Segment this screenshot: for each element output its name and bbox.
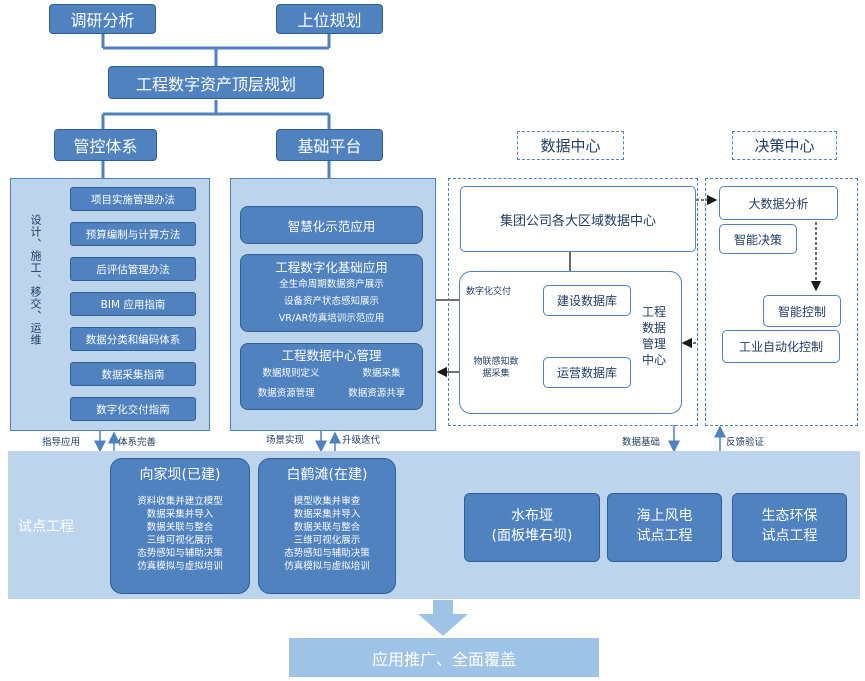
scenario-label: 场景实现	[266, 435, 305, 446]
data-center-mgmt-box: 工程数据中心管理 数据规则定义 数据采集 数据资源管理 数据资源共享	[240, 343, 423, 410]
control-system-title: 管控体系	[73, 137, 138, 156]
baihetan-box: 白鹤滩(在建) 模型收集并审查 数据采集并导入 数据关联与整合 三维可视化展示 …	[258, 458, 396, 594]
data-base-label: 数据基础	[622, 437, 661, 448]
bottom-down-arrow	[418, 600, 468, 636]
xiangjiaba-box: 向家坝(已建) 资料收集并建立模型 数据采集并导入 数据关联与整合 三维可视化展…	[110, 458, 250, 594]
iot-collection-arrow-label: 物联感知数据采集	[473, 357, 519, 379]
system-improve-label: 体系完善	[118, 437, 157, 448]
dc-mgmt-item: 数据规则定义	[262, 368, 320, 379]
group-data-center-box: 集团公司各大区域数据中心	[460, 186, 696, 252]
offshore-wind-box: 海上风电 试点工程	[607, 493, 722, 562]
basic-app-box: 工程数字化基础应用 全生命周期数据资产展示 设备资产状态感知展示 VR/AR仿真…	[240, 254, 423, 332]
upper-plan-label: 上位规划	[297, 11, 362, 30]
data-center-title: 数据中心	[540, 137, 601, 155]
research-box: 调研分析	[49, 4, 156, 34]
eco-protection-box: 生态环保 试点工程	[732, 493, 847, 562]
data-mgmt-center-panel	[459, 271, 682, 414]
data-center-header: 数据中心	[517, 131, 624, 160]
decision-center-header: 决策中心	[732, 131, 837, 160]
smart-demo-app-box: 智慧化示范应用	[240, 206, 423, 244]
base-platform-title: 基础平台	[297, 137, 362, 156]
construction-db-box: 建设数据库	[543, 285, 631, 316]
big-data-analysis-box: 大数据分析	[719, 186, 838, 220]
smart-decision-box: 智能决策	[719, 224, 797, 254]
guide-item-digital-delivery: 数字化交付指南	[70, 397, 196, 421]
guide-item-data-collection: 数据采集指南	[70, 362, 196, 386]
industrial-control-box: 工业自动化控制	[722, 330, 840, 363]
basic-app-title: 工程数字化基础应用	[275, 260, 388, 275]
basic-app-line: 全生命周期数据资产展示	[279, 279, 384, 290]
guide-app-label: 指导应用	[42, 437, 81, 448]
base-platform-header: 基础平台	[276, 129, 383, 161]
lifecycle-vertical-label: 设计、施工、移交、运维	[29, 214, 42, 346]
dc-mgmt-item: 数据资源共享	[348, 388, 406, 399]
guide-item-data-coding: 数据分类和编码体系	[70, 327, 196, 351]
guide-item-project-mgmt: 项目实施管理办法	[70, 187, 196, 211]
xiangjiaba-title: 向家坝(已建)	[139, 467, 221, 483]
shuibuya-box: 水布垭 (面板堆石坝)	[464, 493, 600, 562]
guide-item-bim: BIM 应用指南	[70, 292, 196, 316]
data-center-panel	[448, 178, 698, 426]
operation-db-box: 运营数据库	[543, 357, 631, 388]
digital-delivery-arrow-label: 数字化交付	[466, 287, 512, 297]
dc-mgmt-item: 数据采集	[362, 368, 401, 379]
dc-mgmt-item: 数据资源管理	[257, 388, 315, 399]
decision-center-panel	[705, 178, 858, 426]
research-label: 调研分析	[70, 11, 135, 30]
feedback-label: 反馈验证	[726, 437, 765, 448]
control-system-header: 管控体系	[54, 129, 157, 161]
upgrade-label: 升级迭代	[342, 435, 381, 446]
pilot-label: 试点工程	[18, 519, 74, 535]
top-plan-label: 工程数字资产顶层规划	[135, 74, 296, 94]
top-plan-box: 工程数字资产顶层规划	[108, 66, 324, 99]
promotion-banner: 应用推广、全面覆盖	[289, 638, 599, 677]
guide-item-budget: 预算编制与计算方法	[70, 222, 196, 246]
basic-app-line: VR/AR仿真培训示范应用	[278, 313, 385, 324]
data-center-mgmt-title: 工程数据中心管理	[281, 348, 382, 363]
data-mgmt-center-label: 工程数据管理中心	[641, 305, 666, 367]
guide-item-post-eval: 后评估管理办法	[70, 257, 196, 281]
smart-control-box: 智能控制	[763, 295, 841, 327]
upper-plan-box: 上位规划	[276, 4, 383, 34]
decision-center-title: 决策中心	[754, 137, 815, 155]
baihetan-title: 白鹤滩(在建)	[286, 467, 368, 483]
basic-app-line: 设备资产状态感知展示	[283, 296, 379, 307]
